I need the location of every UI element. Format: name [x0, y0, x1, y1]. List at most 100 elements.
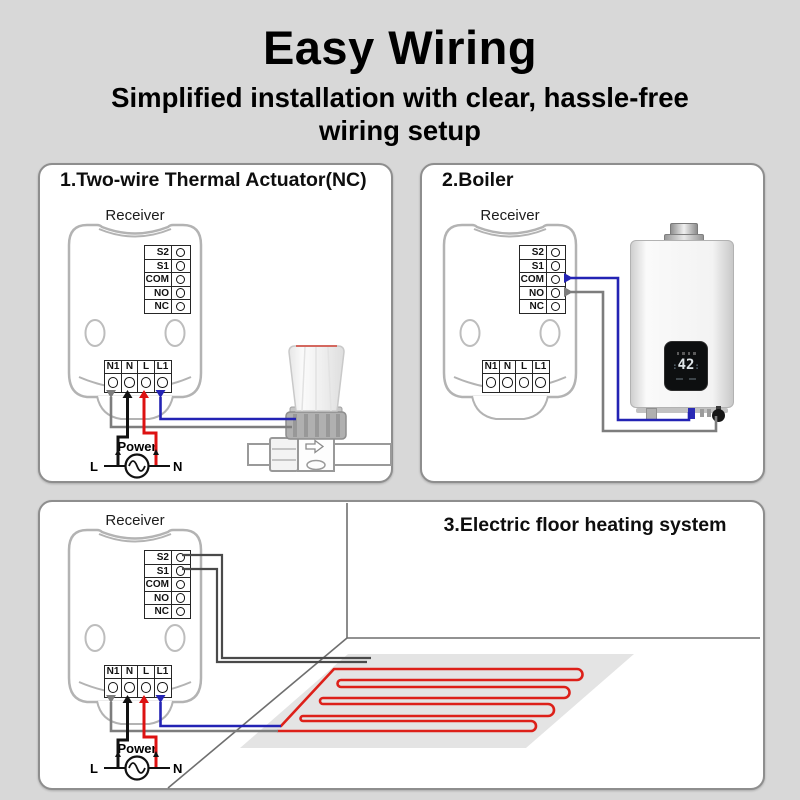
panel3-title: 3.Electric floor heating system — [443, 514, 727, 536]
terminal-port — [170, 258, 191, 274]
terminal-cell-n: N — [120, 665, 139, 698]
screw-terminal-icon — [157, 682, 168, 693]
terminal-cell-l1: L1 — [153, 665, 172, 698]
display-mode-bars — [676, 377, 696, 380]
screw-terminal-icon — [550, 301, 561, 312]
boiler: :42: — [630, 222, 736, 424]
screw-terminal-icon — [175, 552, 186, 563]
power-neutral-label: N — [173, 459, 183, 474]
boiler-temperature-readout: :42: — [672, 356, 700, 373]
screw-terminal-icon — [175, 261, 186, 271]
receiver-label: Receiver — [105, 512, 165, 529]
terminal-port — [120, 677, 139, 698]
terminal-cell-n1: N1 — [482, 360, 500, 393]
power-line-label: L — [90, 761, 98, 776]
screw-terminal-icon — [175, 579, 186, 590]
boiler-wire-connector — [688, 408, 695, 419]
upper-terminal-block: S2 S1 COM NO NC — [144, 245, 191, 314]
screw-terminal-icon — [175, 606, 186, 617]
screw-terminal-icon — [157, 377, 168, 388]
panel1-title: 1.Two-wire Thermal Actuator(NC) — [60, 169, 367, 191]
terminal-row-s2: S2 — [144, 245, 191, 260]
panel-boiler: 2.Boiler Receiver S2 S1 COM NO NC N1 N L… — [420, 163, 765, 483]
page-subtitle-line2: wiring setup — [319, 115, 481, 146]
screw-terminal-icon — [485, 377, 497, 388]
page-subtitle: Simplified installation with clear, hass… — [0, 81, 800, 147]
screw-terminal-icon — [107, 682, 119, 693]
panel2-title: 2.Boiler — [442, 169, 514, 191]
terminal-row-no: NO — [144, 285, 191, 301]
terminal-cell-n: N — [498, 360, 517, 393]
screw-terminal-icon — [140, 682, 152, 693]
power-line-label: L — [90, 459, 98, 474]
upper-terminal-block: S2 S1 COM NO NC — [519, 245, 566, 314]
display-status-dots — [676, 352, 696, 355]
terminal-cell-l: L — [515, 360, 533, 393]
screw-terminal-icon — [140, 377, 152, 388]
power-terminal-block: N1 N L L1 — [104, 665, 172, 698]
terminal-row-nc: NC — [144, 299, 191, 314]
terminal-port — [545, 299, 566, 314]
terminal-port — [104, 677, 122, 698]
terminal-port — [104, 372, 122, 393]
screw-terminal-icon — [175, 566, 186, 576]
screw-terminal-icon — [175, 247, 186, 258]
screw-terminal-icon — [124, 377, 135, 388]
terminal-port — [170, 245, 191, 260]
power-terminal-block: N1 N L L1 — [104, 360, 172, 393]
screw-terminal-icon — [550, 247, 561, 258]
boiler-pipe-stub — [646, 408, 657, 421]
screw-terminal-icon — [550, 288, 561, 298]
screw-terminal-icon — [518, 377, 530, 388]
power-neutral-label: N — [173, 761, 183, 776]
terminal-port — [170, 299, 191, 314]
receiver-device: Receiver S2 S1 COM NO NC N1 N L L1 — [65, 207, 205, 427]
screw-terminal-icon — [124, 682, 135, 693]
terminal-port — [170, 604, 191, 619]
receiver-device: Receiver S2 S1 COM NO NC N1 N L L1 — [440, 207, 580, 427]
boiler-display: :42: — [664, 341, 708, 391]
boiler-knob — [712, 409, 725, 422]
terminal-port — [531, 372, 550, 393]
screw-terminal-icon — [175, 593, 186, 603]
terminal-cell-l1: L1 — [153, 360, 172, 393]
terminal-row-nc: NC — [519, 299, 566, 314]
terminal-port — [137, 372, 155, 393]
terminal-cell-l: L — [137, 360, 155, 393]
panel-two-wire-thermal-actuator: 1.Two-wire Thermal Actuator(NC) Receiver… — [38, 163, 393, 483]
page-title: Easy Wiring — [262, 21, 538, 74]
power-terminal-block: N1 N L L1 — [482, 360, 550, 393]
boiler-connector-pin — [700, 409, 704, 417]
terminal-cell-l1: L1 — [531, 360, 550, 393]
receiver-label: Receiver — [105, 207, 165, 224]
terminal-cell-n: N — [120, 360, 139, 393]
page-subtitle-line1: Simplified installation with clear, hass… — [111, 82, 689, 113]
upper-terminal-block: S2 S1 COM NO NC — [144, 550, 191, 619]
terminal-port — [137, 677, 155, 698]
screw-terminal-icon — [535, 377, 546, 388]
receiver-label: Receiver — [480, 207, 540, 224]
terminal-port — [153, 677, 172, 698]
terminal-port — [515, 372, 533, 393]
screw-terminal-icon — [550, 274, 561, 285]
screw-terminal-icon — [502, 377, 513, 388]
terminal-row-s1: S1 — [144, 258, 191, 274]
power-label: Power — [117, 741, 157, 756]
terminal-port — [120, 372, 139, 393]
screw-terminal-icon — [175, 288, 186, 298]
terminal-port — [482, 372, 500, 393]
terminal-cell-n1: N1 — [104, 665, 122, 698]
screw-terminal-icon — [107, 377, 119, 388]
boiler-knob-stem — [716, 406, 721, 410]
terminal-row-nc: NC — [144, 604, 191, 619]
receiver-device: Receiver S2 S1 COM NO NC N1 N L L1 — [65, 512, 205, 732]
screw-terminal-icon — [175, 274, 186, 285]
screw-terminal-icon — [175, 301, 186, 312]
power-label: Power — [117, 439, 157, 454]
boiler-connector-pin — [707, 409, 711, 417]
terminal-cell-n1: N1 — [104, 360, 122, 393]
header: Easy Wiring Simplified installation with… — [0, 20, 800, 147]
terminal-port — [153, 372, 172, 393]
terminal-cell-l: L — [137, 665, 155, 698]
